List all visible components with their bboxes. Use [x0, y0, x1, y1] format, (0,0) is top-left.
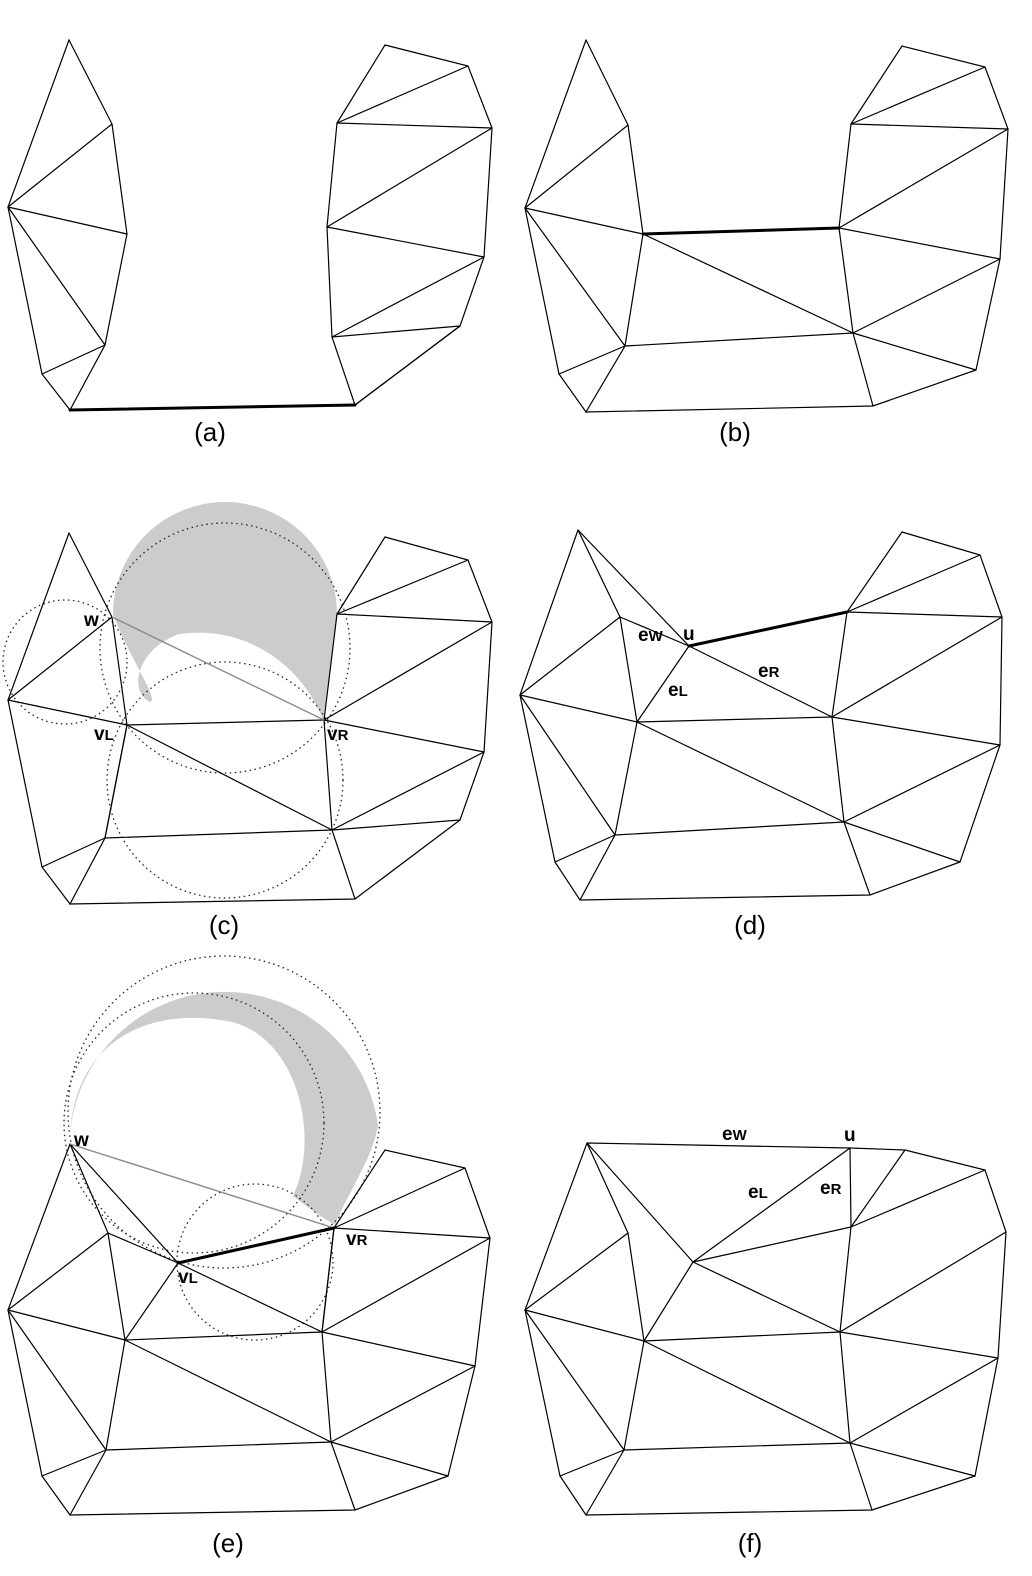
- circumcircle-left: [2, 599, 128, 725]
- label-ew: eW: [722, 1124, 748, 1145]
- panel-c-mesh: [7, 532, 493, 905]
- current-base-edge: [641, 226, 841, 236]
- circumcircle-inner: [63, 992, 325, 1254]
- label-vr: vR: [327, 724, 349, 745]
- circumcircle-right: [106, 661, 344, 899]
- base-edge: [68, 403, 357, 412]
- label-u: u: [844, 1125, 856, 1146]
- panel-c-caption: (c): [209, 910, 239, 940]
- shaded-region: [70, 991, 378, 1225]
- label-el: eL: [748, 1182, 768, 1203]
- panel-a-caption: (a): [194, 417, 226, 447]
- panel-b: (b): [524, 39, 1009, 447]
- label-w: w: [73, 1130, 89, 1151]
- candidate-edge: [111, 616, 325, 721]
- label-vl: vL: [94, 724, 114, 745]
- label-ew: eW: [638, 625, 664, 646]
- panel-e-caption: (e): [212, 1528, 244, 1558]
- panel-f: u eW eL eR (f): [524, 1124, 1007, 1558]
- panel-a: (a): [7, 38, 493, 447]
- panel-c: w vL vR (c): [2, 502, 493, 940]
- panel-e: w vL vR (e): [7, 955, 491, 1558]
- candidate-edge: [69, 1143, 335, 1229]
- circumcircle-large: [67, 955, 381, 1269]
- circumcircle-large: [99, 522, 351, 774]
- panel-e-mesh: [7, 1143, 491, 1516]
- current-base-edge: [176, 1226, 336, 1265]
- panel-b-caption: (b): [719, 417, 751, 447]
- panel-d-mesh: [519, 529, 1003, 901]
- label-er: eR: [820, 1178, 842, 1199]
- panel-f-caption: (f): [738, 1528, 763, 1558]
- new-base-edge: [687, 610, 849, 648]
- label-vl: vL: [178, 1267, 198, 1288]
- label-w: w: [83, 610, 99, 631]
- panel-d: u eW eL eR (d): [519, 529, 1003, 940]
- shaded-region: [113, 502, 337, 720]
- label-er: eR: [758, 661, 780, 682]
- panel-f-mesh: [524, 1142, 1007, 1516]
- label-u: u: [683, 624, 695, 645]
- label-el: eL: [668, 680, 688, 701]
- circumcircle-small: [176, 1183, 334, 1341]
- panel-d-caption: (d): [734, 910, 766, 940]
- panel-a-mesh: [7, 38, 493, 412]
- label-vr: vR: [346, 1229, 368, 1250]
- panel-b-mesh: [524, 39, 1009, 413]
